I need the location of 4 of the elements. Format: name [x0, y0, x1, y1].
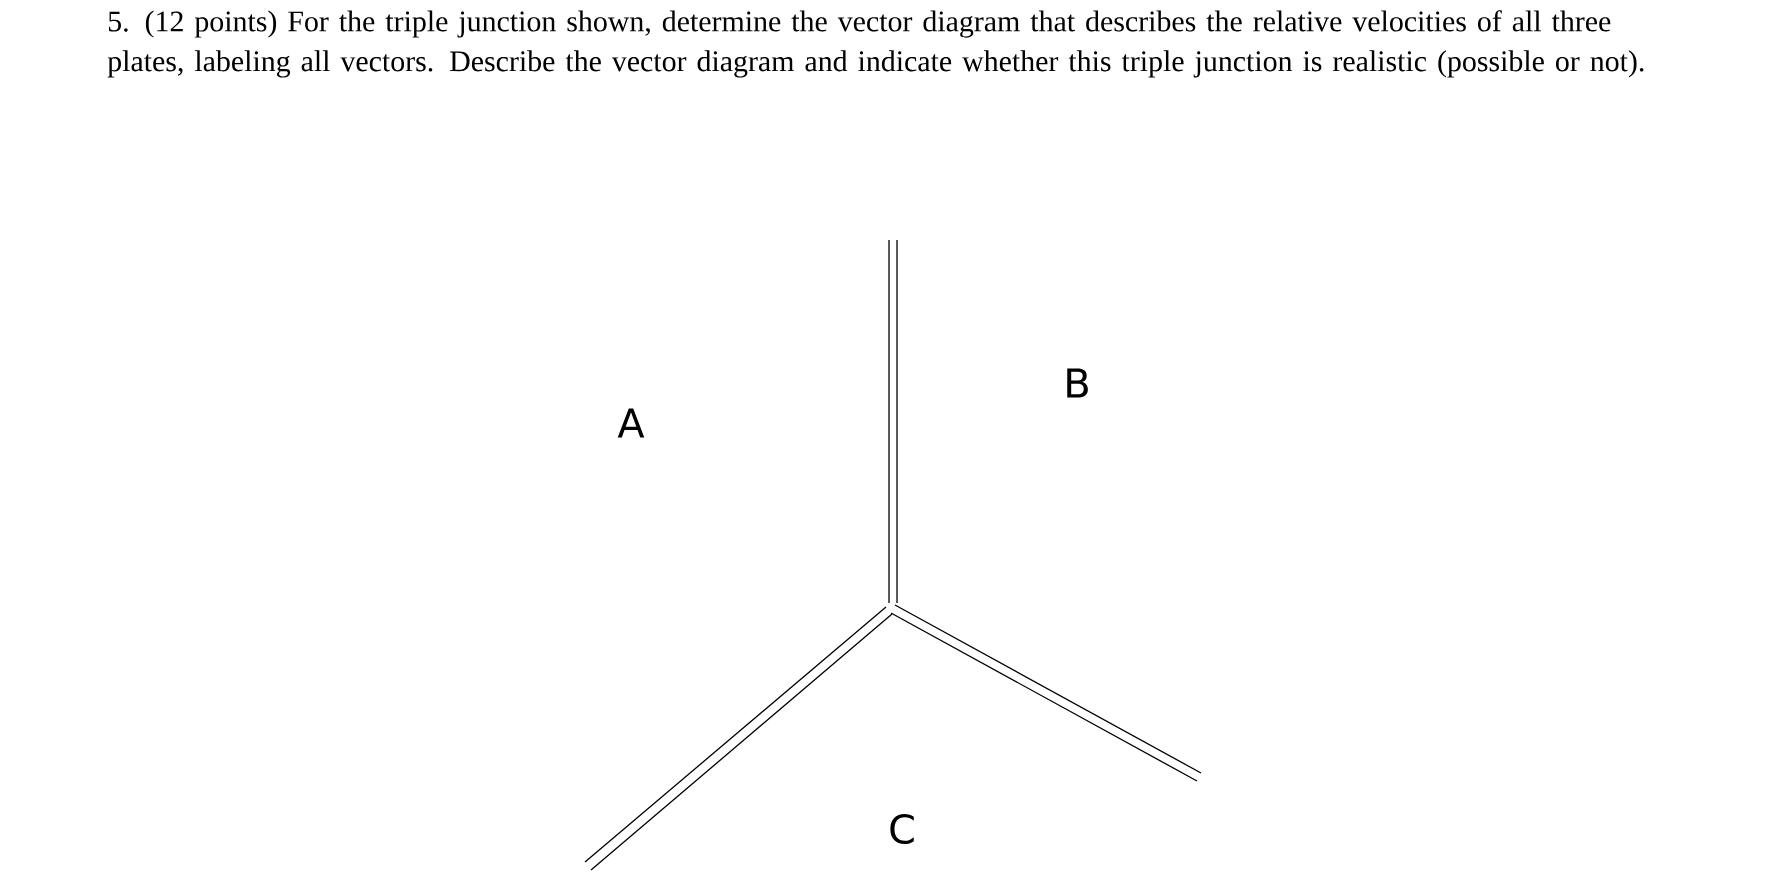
plate-label: A	[617, 408, 645, 438]
question-text: 5. (12 points) For the triple junction shown, determine the vector diagram that describes the relative velocities of all three plates, labeling all vectors. Describe the vector diagram and indicate whether this triple junction is realistic (possible or not).	[107, 10, 1644, 78]
plate-label: C	[890, 813, 914, 845]
plate-label: B	[1067, 368, 1088, 398]
